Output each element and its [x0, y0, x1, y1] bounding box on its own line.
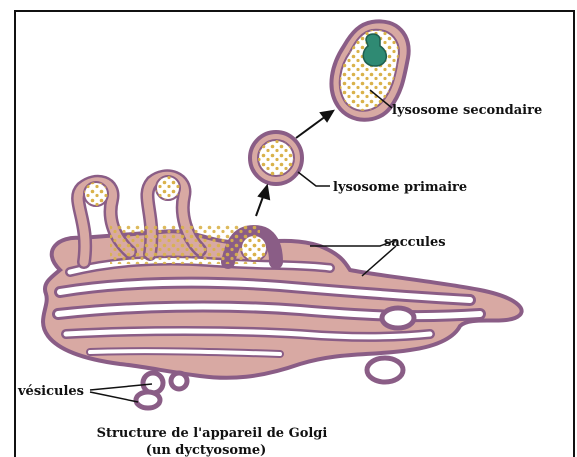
primary-lysosome — [250, 132, 302, 184]
label-secondary-lysosome: lysosome secondaire — [392, 103, 542, 118]
label-vesicules: vésicules — [17, 384, 84, 399]
caption-line-1: Structure de l'appareil de Golgi — [97, 426, 328, 441]
label-saccules: saccules — [384, 235, 446, 250]
caption-line-2: (un dyctyosome) — [146, 443, 267, 457]
golgi-stack — [43, 176, 522, 378]
label-primary-lysosome: lysosome primaire — [333, 180, 467, 195]
